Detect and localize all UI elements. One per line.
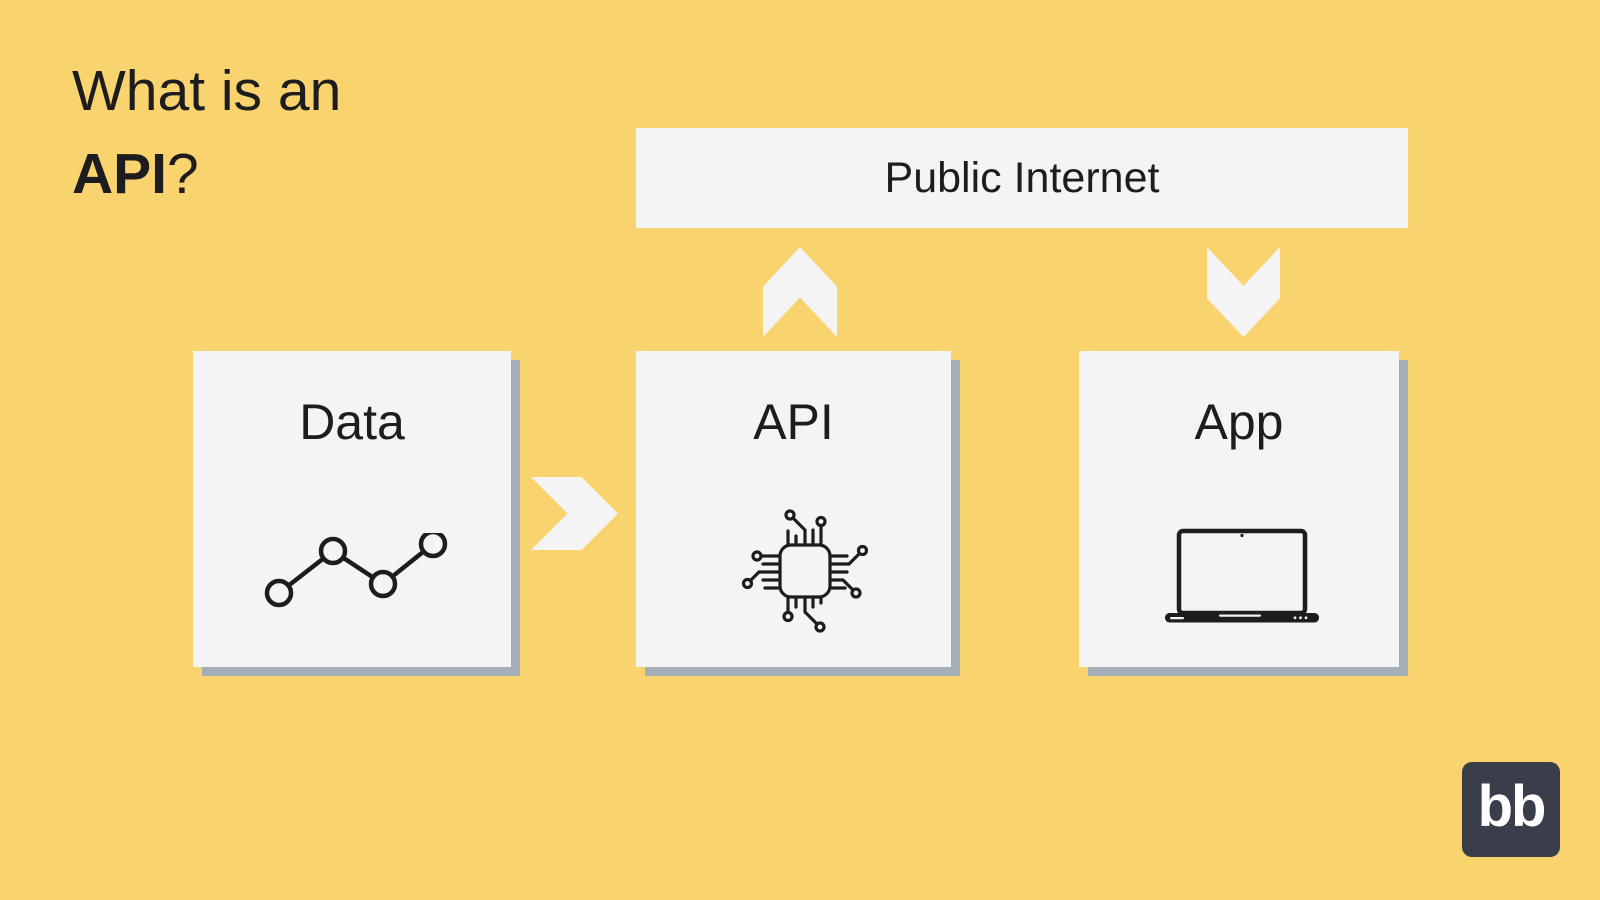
node-app-label: App (1194, 394, 1284, 450)
page-title: What is an API? (72, 50, 341, 216)
arrow-data-to-api-icon (531, 477, 618, 550)
arrow-api-to-internet-icon (763, 247, 837, 337)
brand-logo-text: bb (1477, 774, 1547, 839)
title-question-mark: ? (167, 142, 199, 206)
public-internet-bar: Public Internet (636, 128, 1408, 228)
node-data: Data (193, 351, 511, 667)
brand-logo: bb (1462, 762, 1560, 857)
title-line-1: What is an (72, 59, 342, 123)
line-chart-icon (264, 533, 448, 608)
node-api: API (636, 351, 951, 667)
title-api-word: API (72, 142, 168, 206)
node-data-label: Data (299, 394, 405, 450)
node-api-label: API (753, 394, 834, 450)
node-app: App (1079, 351, 1399, 667)
public-internet-label: Public Internet (884, 153, 1160, 202)
title-line-2: API? (72, 133, 341, 216)
laptop-icon (1165, 528, 1319, 623)
arrow-internet-to-app-icon (1207, 247, 1280, 337)
chip-icon (741, 509, 869, 633)
